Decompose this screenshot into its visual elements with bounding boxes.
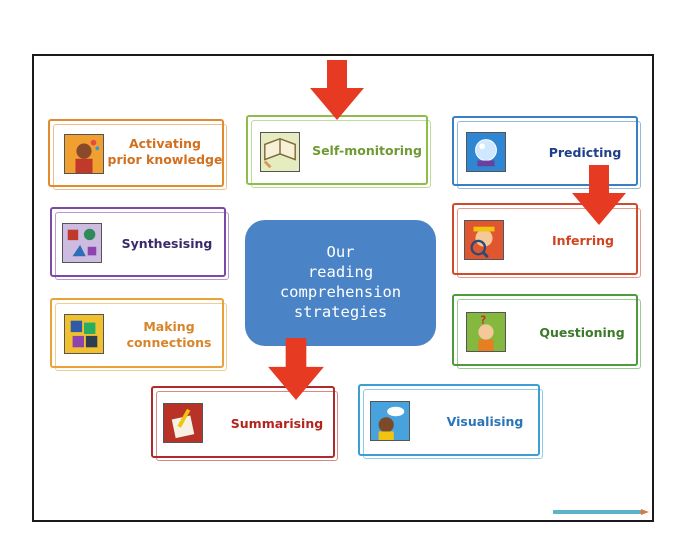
card-activating-prior-knowledge: Activating prior knowledge xyxy=(48,119,227,190)
card-label: Questioning xyxy=(539,325,625,340)
card-label: Predicting xyxy=(548,145,622,160)
thinking-child-icon xyxy=(64,134,104,174)
card-label: Inferring xyxy=(552,233,614,248)
imagining-child-icon xyxy=(370,401,410,441)
open-book-icon xyxy=(260,132,300,172)
card-label: Summarising xyxy=(230,416,324,431)
card-questioning: ? Questioning xyxy=(452,294,641,369)
card-label: Synthesising xyxy=(121,236,213,251)
down-arrow-icon xyxy=(310,60,364,120)
center-title-line: comprehension xyxy=(279,283,402,301)
detective-magnifier-icon xyxy=(464,220,504,260)
puzzle-pieces-icon xyxy=(64,314,104,354)
svg-text:?: ? xyxy=(480,314,486,326)
down-arrow-icon xyxy=(572,165,626,225)
card-self-monitoring: Self-monitoring xyxy=(246,115,431,188)
card-label: Self-monitoring xyxy=(312,143,422,158)
card-visualising: Visualising xyxy=(358,384,543,459)
card-predicting: Predicting xyxy=(452,116,641,189)
center-title-line: strategies xyxy=(293,303,388,321)
card-synthesising: Synthesising xyxy=(50,207,229,280)
card-label: Visualising xyxy=(446,414,524,429)
center-title-box: Our reading comprehension strategies xyxy=(245,220,436,346)
card-summarising: Summarising xyxy=(151,386,338,461)
card-label: Making connections xyxy=(126,319,212,350)
shapes-icon xyxy=(62,223,102,263)
question-child-icon: ? xyxy=(466,312,506,352)
down-arrow-icon xyxy=(268,338,324,400)
center-title-line: reading xyxy=(307,263,374,281)
crystal-ball-icon xyxy=(466,132,506,172)
pencil-bar-decoration xyxy=(553,509,649,515)
card-making-connections: Making connections xyxy=(50,298,227,371)
card-label: Activating prior knowledge xyxy=(107,136,223,167)
pencil-notes-icon xyxy=(163,403,203,443)
center-title-line: Our xyxy=(326,243,355,261)
